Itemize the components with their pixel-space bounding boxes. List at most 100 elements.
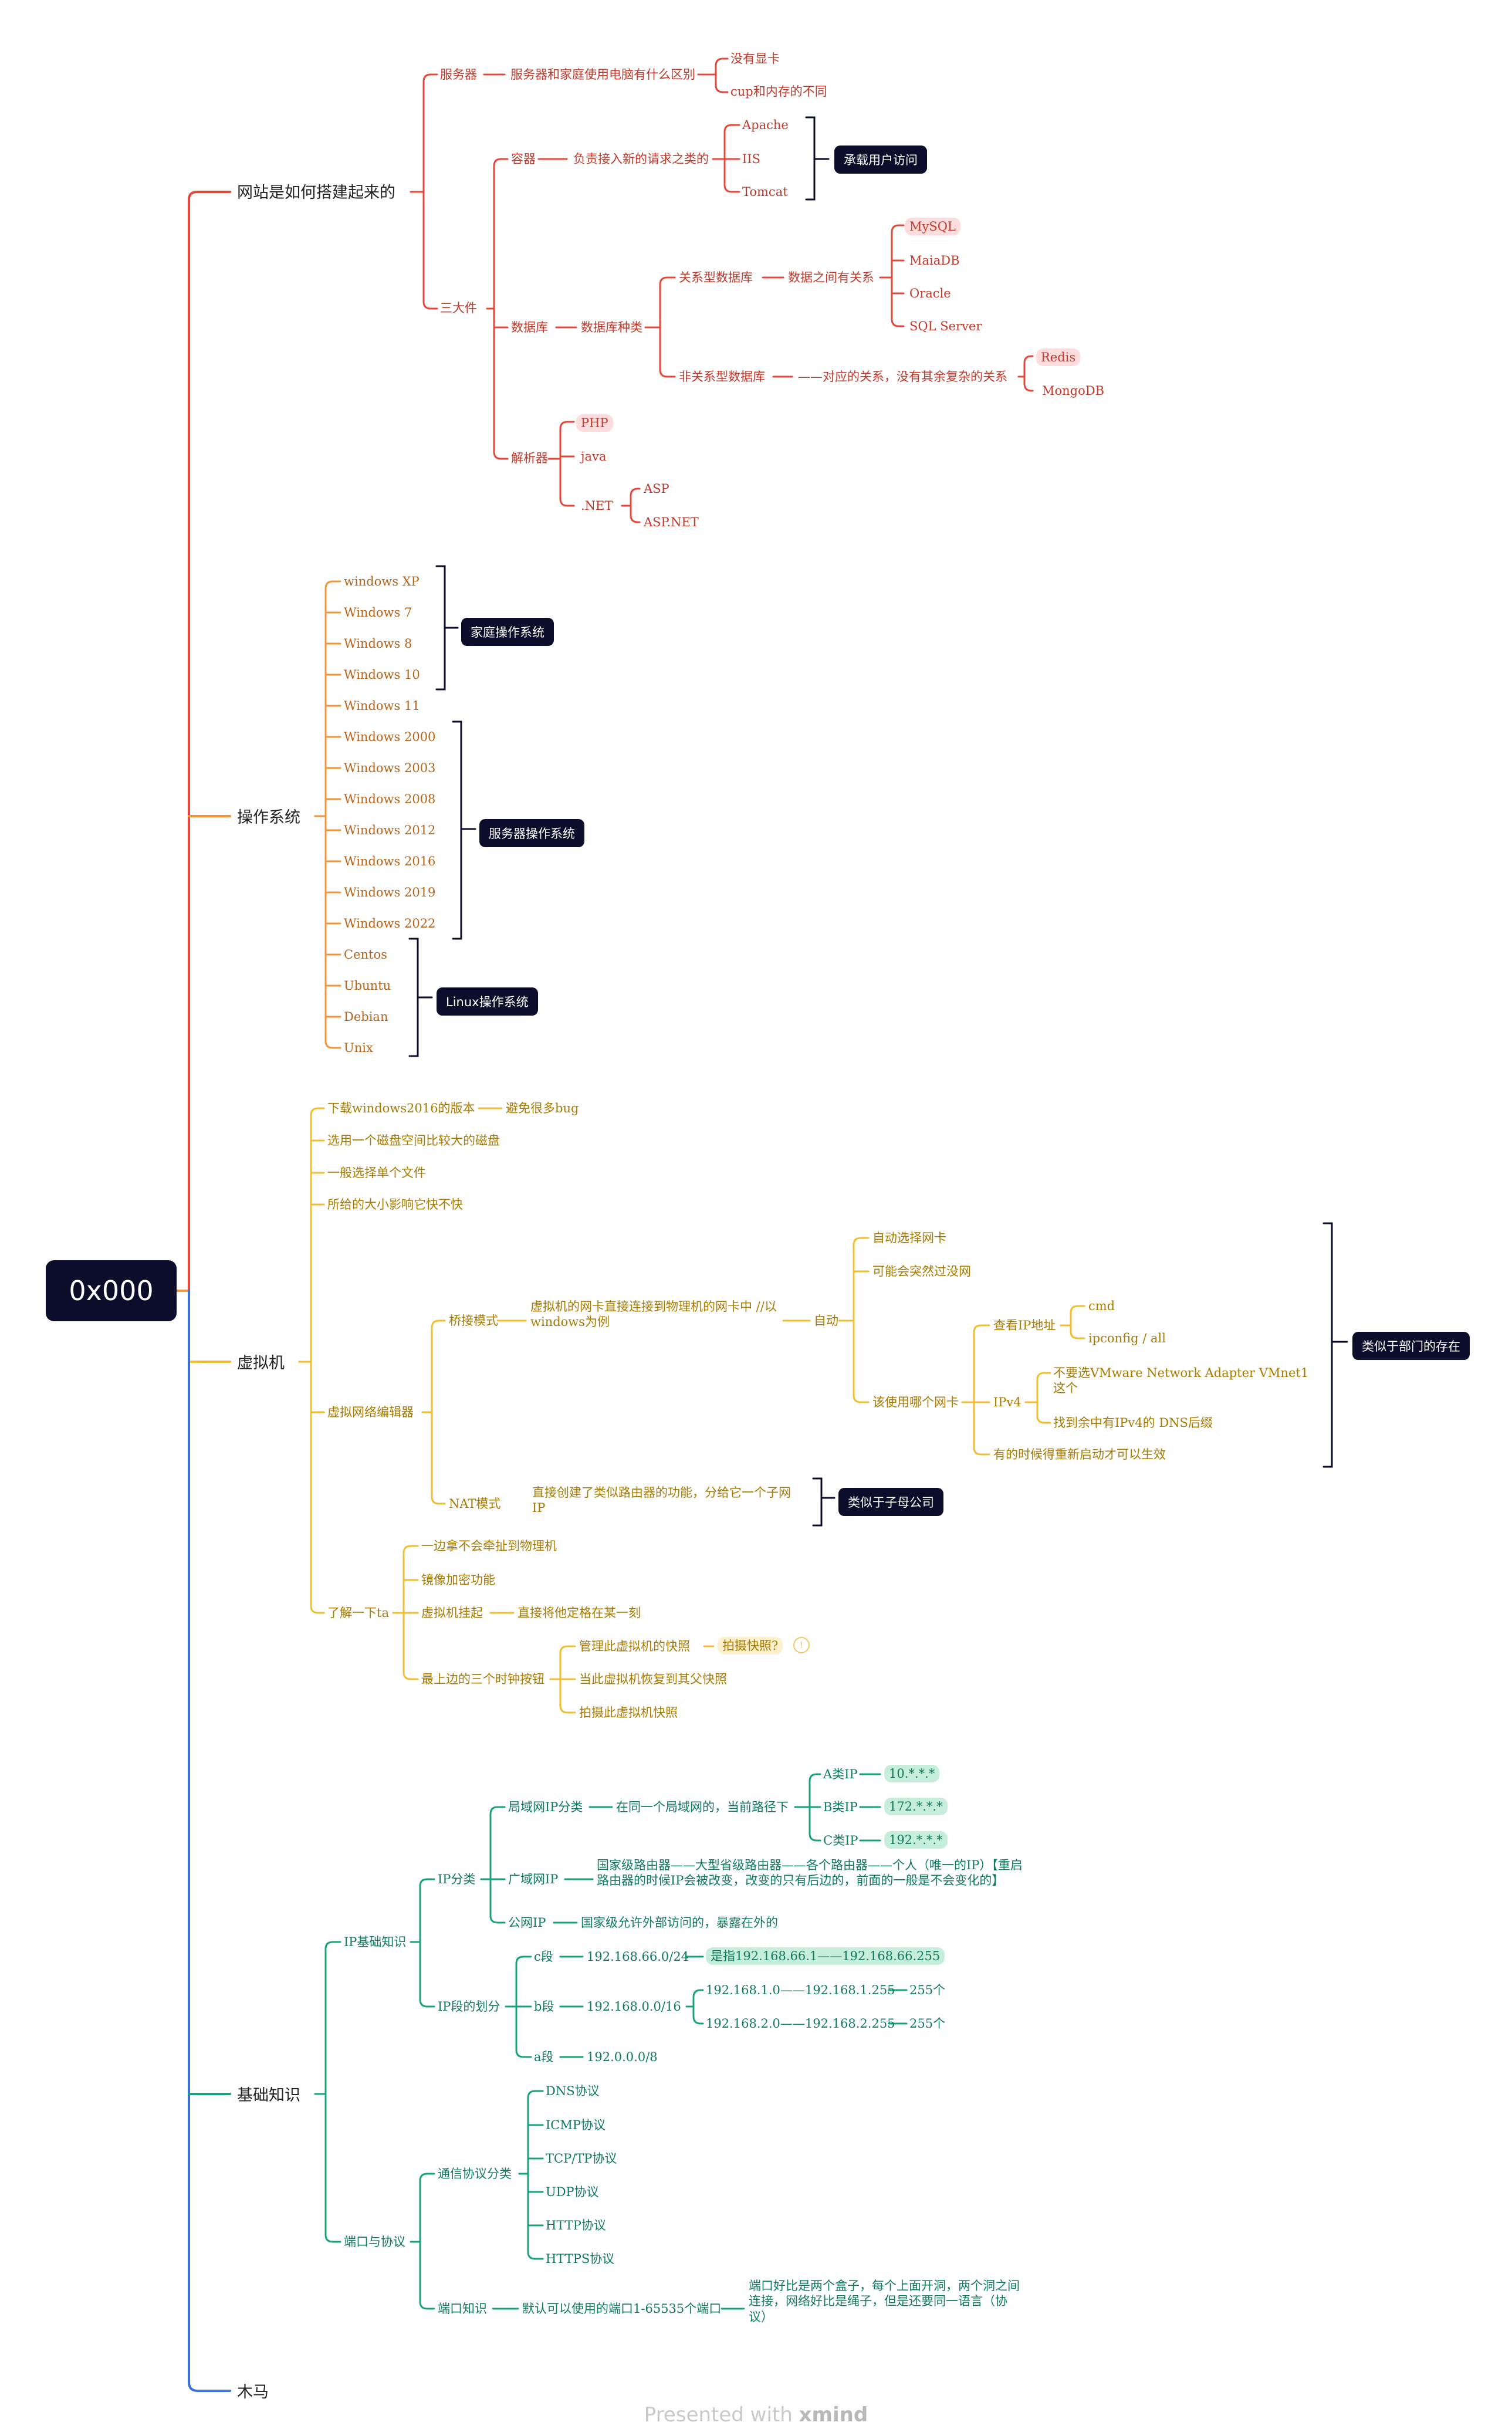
os-item[interactable]: windows XP [344,574,420,588]
tag-department[interactable]: 类似于部门的存在 [1352,1332,1470,1360]
node-db-kinds[interactable]: 数据库种类 [581,320,642,334]
node-aspnet[interactable]: ASP.NET [644,515,699,529]
vm-tip-note[interactable]: 避免很多bug [506,1101,579,1115]
ip-b-count-1[interactable]: 255个 [909,1983,946,1997]
protocol-item[interactable]: DNS协议 [546,2084,600,2098]
os-item[interactable]: Windows 2016 [344,854,436,868]
os-item[interactable]: Centos [344,948,387,962]
port-protocol[interactable]: 端口与协议 [344,2235,405,2249]
ip-class-c[interactable]: C类IP [823,1833,858,1848]
vm-learn-suspend[interactable]: 虚拟机挂起 [421,1606,483,1620]
tag-user-access[interactable]: 承载用户访问 [834,146,927,174]
protocol-item[interactable]: ICMP协议 [546,2118,606,2132]
vm-btn-revert[interactable]: 当此虚拟机恢复到其父快照 [579,1672,727,1686]
vm-learn-clock-buttons[interactable]: 最上边的三个时钟按钮 [421,1672,544,1686]
vm-ipv4[interactable]: IPv4 [993,1395,1021,1409]
tag-home-os[interactable]: 家庭操作系统 [461,618,554,646]
ip-a-seg[interactable]: a段 [534,2050,554,2064]
topic-vm[interactable]: 虚拟机 [237,1354,285,1372]
node-no-gpu[interactable]: 没有显卡 [730,52,780,66]
vm-bridge-desc[interactable]: 虚拟机的网卡直接连接到物理机的网卡中 //以windows为例 [530,1300,777,1329]
os-item[interactable]: Debian [344,1010,388,1024]
node-parser[interactable]: 解析器 [511,451,548,465]
protocol-item[interactable]: HTTPS协议 [546,2252,615,2266]
os-item[interactable]: Ubuntu [344,979,391,993]
ip-lan-desc[interactable]: 在同一个局域网的，当前路径下 [616,1800,789,1814]
vm-suspend-note[interactable]: 直接将他定格在某一刻 [517,1606,641,1620]
vm-nat-mode[interactable]: NAT模式 [449,1497,501,1511]
node-server-compare[interactable]: 服务器和家庭使用电脑有什么区别 [510,67,695,82]
os-item[interactable]: Windows 2012 [344,823,436,837]
vm-btn-manage-snapshot[interactable]: 管理此虚拟机的快照 [579,1639,690,1653]
node-oracle[interactable]: Oracle [909,286,951,300]
info-icon[interactable]: ! [793,1637,810,1653]
os-item[interactable]: Windows 7 [344,605,412,620]
proto-classify[interactable]: 通信协议分类 [438,2167,512,2181]
vm-btn-take-snapshot[interactable]: 拍摄此虚拟机快照 [579,1706,678,1720]
ip-b-count-2[interactable]: 255个 [909,2017,946,2031]
vm-restart[interactable]: 有的时候得重新启动才可以生效 [993,1447,1166,1461]
ip-segments[interactable]: IP段的划分 [438,1999,500,2014]
ip-c-seg[interactable]: c段 [534,1950,553,1964]
vm-tip-size[interactable]: 所给的大小影响它快不快 [327,1197,463,1212]
node-iis[interactable]: IIS [742,152,760,166]
topic-website[interactable]: 网站是如何搭建起来的 [237,184,395,202]
ip-public-desc[interactable]: 国家级允许外部访问的，暴露在外的 [581,1916,778,1930]
ip-class-a[interactable]: A类IP [823,1767,858,1781]
topic-basics[interactable]: 基础知识 [237,2086,300,2105]
node-dotnet[interactable]: .NET [581,499,613,513]
protocol-item[interactable]: UDP协议 [546,2185,599,2199]
ip-b-range-2[interactable]: 192.168.2.0——192.168.2.255 [706,2017,895,2031]
vm-network-editor[interactable]: 虚拟网络编辑器 [327,1405,414,1419]
topic-trojan[interactable]: 木马 [237,2383,269,2401]
os-item[interactable]: Windows 11 [344,699,420,713]
node-database[interactable]: 数据库 [511,320,548,334]
os-item[interactable]: Windows 2019 [344,885,436,899]
vm-learn-encrypt[interactable]: 镜像加密功能 [421,1573,495,1587]
os-item[interactable]: Windows 2008 [344,792,436,806]
protocol-item[interactable]: TCP/TP协议 [546,2151,617,2166]
vm-snapshot-question[interactable]: 拍摄快照? [718,1637,783,1655]
node-asp[interactable]: ASP [644,482,669,496]
ip-c-seg-range[interactable]: 是指192.168.66.1——192.168.66.255 [706,1947,945,1965]
ip-b-range-1[interactable]: 192.168.1.0——192.168.1.255 [706,1983,895,1997]
node-tomcat[interactable]: Tomcat [742,185,788,199]
port-knowledge[interactable]: 端口知识 [438,2302,487,2316]
vm-nat-desc[interactable]: 直接创建了类似路由器的功能，分给它一个子网IP [532,1486,791,1515]
ip-b-seg[interactable]: b段 [534,1999,554,2014]
os-item[interactable]: Windows 8 [344,637,412,651]
node-mongodb[interactable]: MongoDB [1042,384,1105,398]
node-cpu-mem[interactable]: cup和内存的不同 [730,84,827,99]
vm-ipv4-avoid[interactable]: 不要选VMware Network Adapter VMnet1这个 [1053,1366,1309,1396]
ip-public[interactable]: 公网IP [508,1916,546,1930]
node-php[interactable]: PHP [576,414,613,432]
node-nonrelational-desc[interactable]: ——对应的关系，没有其余复杂的关系 [798,370,1007,384]
ip-basics[interactable]: IP基础知识 [344,1935,407,1949]
node-java[interactable]: java [581,449,607,463]
ip-class-a-value[interactable]: 10.*.*.* [884,1765,940,1783]
node-relational-desc[interactable]: 数据之间有关系 [788,270,874,285]
vm-tip-download[interactable]: 下载windows2016的版本 [327,1101,475,1115]
ip-lan[interactable]: 局域网IP分类 [508,1800,583,1814]
vm-tip-disk[interactable]: 选用一个磁盘空间比较大的磁盘 [327,1134,500,1148]
protocol-item[interactable]: HTTP协议 [546,2218,606,2232]
node-mariadb[interactable]: MaiaDB [909,253,960,268]
ip-class-b-value[interactable]: 172.*.*.* [884,1798,948,1816]
node-apache[interactable]: Apache [742,118,789,132]
node-relational[interactable]: 关系型数据库 [679,270,753,285]
tag-sub-company[interactable]: 类似于子母公司 [838,1488,943,1516]
vm-learn-no-impact[interactable]: 一边拿不会牵扯到物理机 [421,1539,557,1553]
ip-c-seg-value[interactable]: 192.168.66.0/24 [587,1950,689,1964]
ip-wan-desc[interactable]: 国家级路由器——大型省级路由器——各个路由器——个人（唯一的IP）【重启路由器的… [597,1858,1023,1888]
os-item[interactable]: Windows 10 [344,668,420,682]
node-sqlserver[interactable]: SQL Server [909,319,982,333]
vm-bridge-mode[interactable]: 桥接模式 [449,1314,498,1328]
tag-server-os[interactable]: 服务器操作系统 [479,819,584,847]
node-redis[interactable]: Redis [1036,349,1081,367]
os-item[interactable]: Windows 2000 [344,730,436,744]
ip-class-b[interactable]: B类IP [823,1800,858,1814]
root-topic[interactable]: 0x000 [46,1260,177,1321]
vm-cmd[interactable]: cmd [1088,1299,1115,1313]
vm-auto-select[interactable]: 自动选择网卡 [872,1231,946,1245]
node-container[interactable]: 容器 [511,152,536,166]
